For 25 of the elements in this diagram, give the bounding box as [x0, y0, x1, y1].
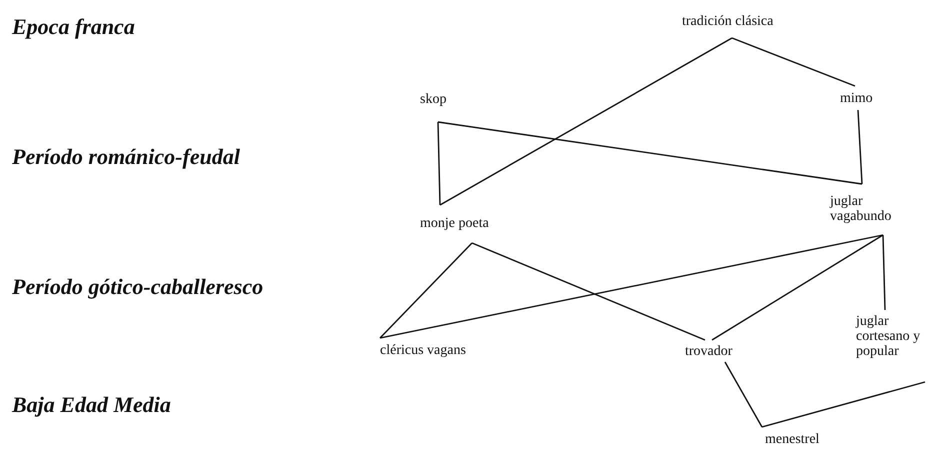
node-label: juglar cortesano y popular: [856, 314, 922, 359]
connector-line: [712, 234, 884, 341]
node-label: menestrel: [765, 432, 820, 447]
connector-line: [380, 242, 472, 338]
node-label: juglar vagabundo: [830, 194, 892, 224]
node-label: cléricus vagans: [380, 343, 466, 358]
connector-line: [762, 381, 926, 428]
node-label: monje poeta: [420, 216, 489, 231]
node-label: tradición clásica: [682, 14, 774, 29]
period-label: Baja Edad Media: [12, 392, 171, 418]
connector-line: [724, 362, 763, 428]
period-label: Período gótico-caballeresco: [12, 274, 264, 300]
node-label: skop: [420, 92, 446, 107]
node-label: mimo: [840, 91, 873, 106]
connector-line: [472, 242, 706, 341]
connector-line: [438, 121, 862, 185]
connector-line: [882, 234, 886, 310]
connector-line: [857, 110, 863, 184]
connector-line: [380, 234, 884, 339]
node-label: trovador: [685, 344, 732, 359]
period-label: Epoca franca: [12, 14, 135, 40]
connector-line: [440, 37, 732, 206]
connector-line: [732, 37, 856, 87]
period-label: Período románico-feudal: [12, 144, 240, 170]
connector-line: [437, 122, 441, 206]
